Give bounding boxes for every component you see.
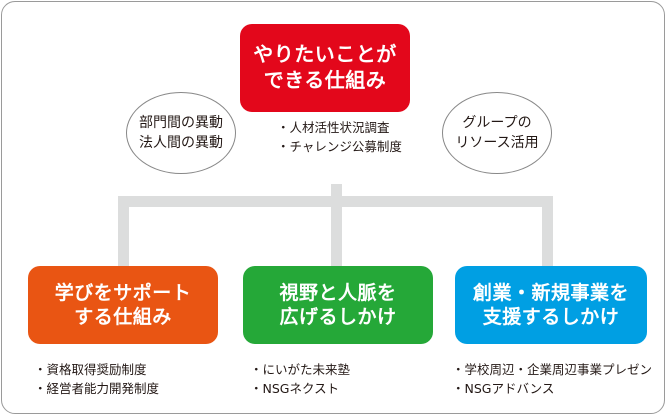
connector-vertical-stem xyxy=(331,184,342,266)
bullet-item: ・人材活性状況調査 xyxy=(277,120,390,135)
card-bottom-green-line1: 視野と人脈を xyxy=(279,281,397,304)
bullet-item: ・学校周辺・企業周辺事業プレゼン xyxy=(452,362,653,377)
ellipse-left-line2: 法人間の異動 xyxy=(139,135,223,151)
ellipse-left-line1: 部門間の異動 xyxy=(139,114,223,131)
card-top-red-line1: やりたいことが xyxy=(253,42,397,67)
bullet-item: ・にいがた未来塾 xyxy=(250,362,351,377)
card-bottom-orange-line2: する仕組み xyxy=(74,306,172,328)
bullets-bottom-green: ・にいがた未来塾 ・NSGネクスト xyxy=(250,360,350,399)
card-bottom-blue-line2: 支援するしかけ xyxy=(482,306,620,328)
connector-drop-left xyxy=(118,196,129,267)
connector-horizontal-bar xyxy=(118,196,553,207)
bullet-item: ・NSGアドバンス xyxy=(452,381,555,397)
ellipse-right-line1: グループの xyxy=(462,114,532,131)
bullet-item: ・経営者能力開発制度 xyxy=(34,381,160,397)
card-top-red-line2: できる仕組み xyxy=(263,68,387,92)
ellipse-right-line2: リソース活用 xyxy=(455,135,539,151)
card-bottom-blue-line1: 創業・新規事業を xyxy=(472,281,629,304)
bullets-bottom-orange: ・資格取得奨励制度 ・経営者能力開発制度 xyxy=(34,360,159,399)
bullet-item: ・チャレンジ公募制度 xyxy=(277,139,402,155)
bullet-item: ・資格取得奨励制度 xyxy=(34,362,147,377)
card-bottom-green[interactable]: 視野と人脈を 広げるしかけ xyxy=(243,266,433,344)
ellipse-left[interactable]: 部門間の異動 法人間の異動 xyxy=(126,92,236,174)
connector-drop-right xyxy=(542,196,553,267)
card-bottom-blue[interactable]: 創業・新規事業を 支援するしかけ xyxy=(455,266,647,344)
card-bottom-green-line2: 広げるしかけ xyxy=(279,306,397,328)
bullet-item: ・NSGネクスト xyxy=(250,381,340,397)
card-bottom-orange[interactable]: 学びをサポート する仕組み xyxy=(28,266,218,344)
card-bottom-orange-line1: 学びをサポート xyxy=(54,281,192,304)
card-top-red[interactable]: やりたいことが できる仕組み xyxy=(240,24,410,112)
ellipse-right[interactable]: グループの リソース活用 xyxy=(442,92,552,174)
bullets-top-red: ・人材活性状況調査 ・チャレンジ公募制度 xyxy=(277,118,402,157)
bullets-bottom-blue: ・学校周辺・企業周辺事業プレゼン ・NSGアドバンス xyxy=(452,360,652,399)
